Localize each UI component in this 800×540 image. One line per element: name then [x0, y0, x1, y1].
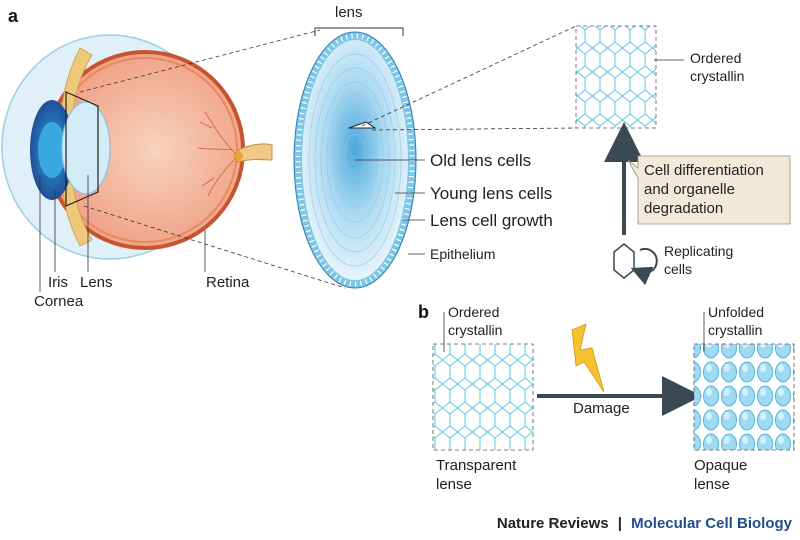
b-left-label-1: Ordered — [448, 304, 499, 320]
b-right-label-2: crystallin — [708, 322, 762, 338]
lightning-icon — [571, 323, 605, 393]
retina-label: Retina — [206, 274, 250, 291]
lens-bracket — [314, 27, 404, 36]
credit-line: Nature Reviews | Molecular Cell Biology — [497, 515, 793, 532]
differentiation-line-3: degradation — [644, 200, 723, 217]
transparent-caption-1: Transparent — [436, 457, 517, 474]
differentiation-line-1: Cell differentiation — [644, 162, 764, 179]
old-lens-cells-label: Old lens cells — [430, 151, 531, 170]
credit-separator: | — [618, 515, 622, 532]
replicating-cycle-icon — [630, 248, 658, 286]
sclera-front-lower — [61, 174, 93, 247]
young-lens-cells-label: Young lens cells — [430, 184, 552, 203]
optic-nerve — [237, 143, 273, 163]
credit-subject: Molecular Cell Biology — [631, 515, 793, 532]
cornea-label: Cornea — [34, 293, 84, 310]
credit-journal: Nature Reviews — [497, 515, 609, 532]
opaque-caption-2: lense — [694, 476, 730, 493]
b-left-label-2: crystallin — [448, 322, 502, 338]
lens-label-leaders — [355, 159, 425, 255]
differentiation-line-2: and organelle — [644, 181, 735, 198]
panel-b-label: b — [418, 302, 429, 322]
zoom-line-crystallin-top — [361, 25, 577, 127]
retina-vessels — [197, 111, 237, 197]
lens-label: Lens — [80, 274, 113, 291]
lens-cross-section: lens — [293, 4, 417, 289]
lens-sample-marker — [348, 121, 377, 129]
epithelium-label: Epithelium — [430, 246, 495, 262]
lens-title: lens — [335, 4, 363, 21]
opaque-caption-1: Opaque — [694, 457, 747, 474]
zoom-line-top — [79, 29, 321, 93]
damage-label: Damage — [573, 400, 630, 417]
replicating-cell-icon — [613, 243, 635, 279]
opaque-lens-grid — [693, 343, 795, 451]
pupil-lens-front — [38, 122, 66, 178]
ordered-crystallin-grid — [575, 25, 657, 129]
eye-diagram — [1, 34, 273, 260]
lens-cell-growth-label: Lens cell growth — [430, 211, 553, 230]
panel-a-label: a — [8, 6, 19, 26]
crystallin-top-label-1: Ordered — [690, 50, 741, 66]
zoom-line-bottom — [83, 205, 346, 289]
differentiation-callout — [627, 155, 791, 225]
replicating-label-1: Replicating — [664, 243, 733, 259]
b-right-label-1: Unfolded — [708, 304, 764, 320]
zoom-line-crystallin-bottom — [371, 127, 577, 131]
lens-zoom-box — [65, 91, 99, 207]
iris-label: Iris — [48, 274, 68, 291]
eye-label-leaders — [39, 175, 206, 292]
replicating-label-2: cells — [664, 261, 692, 277]
eye-lens — [61, 101, 111, 195]
transparent-lens-grid — [432, 343, 534, 451]
crystallin-top-label-2: crystallin — [690, 68, 744, 84]
transparent-caption-2: lense — [436, 476, 472, 493]
